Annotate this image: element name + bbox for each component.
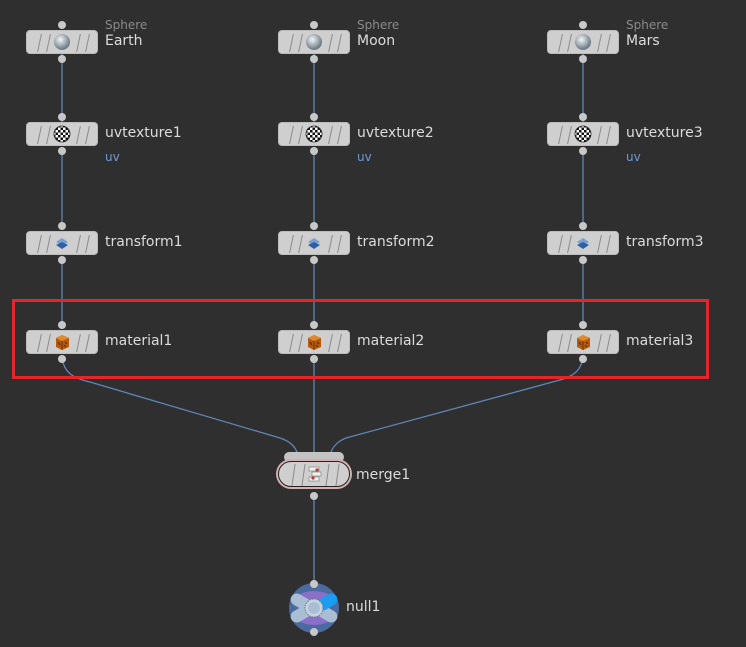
- transform-node-label: transform3: [626, 234, 704, 250]
- transform-icon: [56, 238, 68, 249]
- null-icon: [289, 583, 339, 633]
- output-dot[interactable]: [579, 355, 587, 363]
- input-dot[interactable]: [58, 321, 66, 329]
- output-dot[interactable]: [310, 256, 318, 264]
- transform-node[interactable]: [547, 222, 619, 264]
- uvtexture-node[interactable]: [26, 113, 98, 155]
- input-dot[interactable]: [310, 321, 318, 329]
- transform-icon: [577, 238, 589, 249]
- merge-node-body[interactable]: [276, 459, 352, 489]
- input-dot[interactable]: [58, 113, 66, 121]
- uvtexture-node[interactable]: [278, 113, 350, 155]
- merge-node-label: merge1: [356, 467, 411, 483]
- sphere-node-label: Moon: [357, 33, 396, 49]
- node-type-label: Sphere: [357, 18, 400, 32]
- uvtexture-icon: [305, 125, 323, 143]
- output-dot[interactable]: [58, 355, 66, 363]
- output-dot[interactable]: [58, 256, 66, 264]
- output-dot[interactable]: [58, 147, 66, 155]
- merge-output-dot[interactable]: [310, 492, 318, 500]
- output-dot[interactable]: [58, 55, 66, 63]
- sphere-node[interactable]: [278, 21, 350, 63]
- sphere-node[interactable]: [26, 21, 98, 63]
- output-dot[interactable]: [310, 147, 318, 155]
- uvtexture-node-label: uvtexture3: [626, 125, 703, 141]
- transform-icon: [308, 238, 320, 249]
- merge-node[interactable]: [276, 452, 352, 500]
- sphere-icon: [54, 34, 70, 50]
- material-node[interactable]: [278, 321, 350, 363]
- output-dot[interactable]: [579, 147, 587, 155]
- output-dot[interactable]: [579, 256, 587, 264]
- material-node[interactable]: [26, 321, 98, 363]
- material-icon: [308, 335, 321, 350]
- sphere-node-label: Earth: [105, 33, 143, 49]
- node-type-label: Sphere: [626, 18, 669, 32]
- sphere-node-label: Mars: [626, 33, 660, 49]
- attribute-label: uv: [105, 150, 120, 164]
- attribute-label: uv: [357, 150, 372, 164]
- null-node[interactable]: [288, 580, 340, 636]
- material-node[interactable]: [547, 321, 619, 363]
- merge-input-bar[interactable]: [284, 452, 344, 462]
- selection-highlight-box: [12, 299, 709, 379]
- null-input-dot[interactable]: [310, 580, 318, 588]
- null-output-dot[interactable]: [310, 628, 318, 636]
- wire: [329, 357, 584, 456]
- uvtexture-icon: [53, 125, 71, 143]
- material-node-label: material3: [626, 333, 694, 349]
- output-dot[interactable]: [310, 55, 318, 63]
- input-dot[interactable]: [310, 21, 318, 29]
- input-dot[interactable]: [310, 113, 318, 121]
- sphere-icon: [575, 34, 591, 50]
- transform-node[interactable]: [26, 222, 98, 264]
- uvtexture-icon: [574, 125, 592, 143]
- output-dot[interactable]: [310, 355, 318, 363]
- sphere-node[interactable]: [547, 21, 619, 63]
- transform-node[interactable]: [278, 222, 350, 264]
- merge-icon: [308, 466, 322, 482]
- null-node-label: null1: [346, 599, 381, 615]
- input-dot[interactable]: [58, 21, 66, 29]
- material-icon: [577, 335, 590, 350]
- transform-node-label: transform2: [357, 234, 435, 250]
- input-dot[interactable]: [58, 222, 66, 230]
- input-dot[interactable]: [579, 113, 587, 121]
- uvtexture-node-label: uvtexture2: [357, 125, 434, 141]
- wire: [61, 357, 299, 456]
- material-icon: [56, 335, 69, 350]
- material-node-label: material2: [357, 333, 425, 349]
- input-dot[interactable]: [579, 321, 587, 329]
- output-dot[interactable]: [579, 55, 587, 63]
- sphere-icon: [306, 34, 322, 50]
- input-dot[interactable]: [579, 222, 587, 230]
- input-dot[interactable]: [579, 21, 587, 29]
- material-node-label: material1: [105, 333, 173, 349]
- uvtexture-node-label: uvtexture1: [105, 125, 182, 141]
- node-type-label: Sphere: [105, 18, 148, 32]
- uvtexture-node[interactable]: [547, 113, 619, 155]
- input-dot[interactable]: [310, 222, 318, 230]
- transform-node-label: transform1: [105, 234, 183, 250]
- attribute-label: uv: [626, 150, 641, 164]
